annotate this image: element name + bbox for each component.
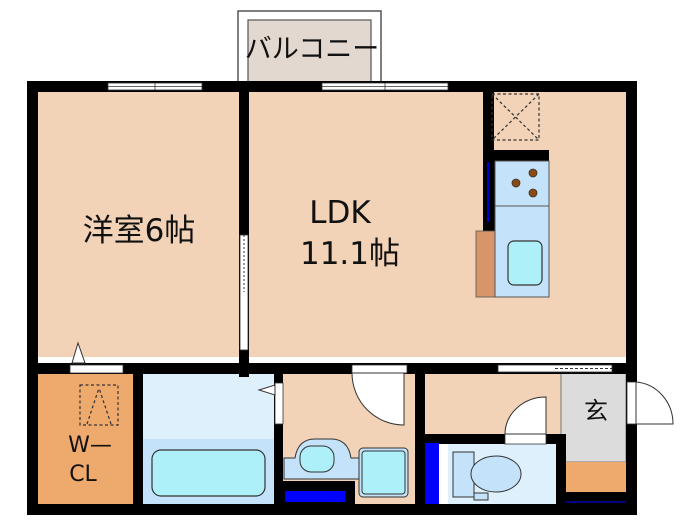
bathroom-door[interactable]: [257, 382, 284, 425]
closet-door[interactable]: [69, 341, 124, 374]
shoe-cabinet: [566, 462, 626, 492]
western-room-floor: [37, 91, 240, 357]
balcony: [237, 10, 382, 83]
kitchen-sink-icon: [507, 240, 543, 286]
toilet-storage: [425, 443, 439, 504]
entrance-label: 玄: [584, 397, 608, 425]
washroom-storage: [285, 491, 345, 502]
closet-label-line2: CL: [69, 462, 97, 487]
washbasin-icon: [283, 438, 363, 480]
washroom-door[interactable]: [351, 364, 408, 426]
washing-machine-icon: [358, 447, 409, 498]
ldk-label-line1: LDK: [309, 195, 371, 231]
balcony-label: バルコニー: [245, 34, 379, 65]
attic-hatch-icon: [79, 384, 119, 426]
closet-label-line1: W—: [68, 433, 112, 458]
refrigerator-space-icon: [491, 93, 540, 141]
ldk-label-line2: 11.1帖: [300, 236, 400, 272]
western-room-label: 洋室6帖: [83, 213, 196, 249]
toilet-door[interactable]: [504, 396, 547, 445]
kitchen: [475, 93, 550, 298]
entrance-door[interactable]: [626, 381, 674, 425]
ldk-floor: [249, 91, 626, 357]
sliding-door-bedroom[interactable]: [239, 234, 249, 351]
windows: [107, 82, 449, 91]
bathtub-icon: [151, 449, 266, 497]
walk-in-closet-floor: [37, 373, 133, 504]
ldk-hall-sliding-door[interactable]: [497, 364, 613, 373]
bathroom-floor: [143, 373, 274, 439]
toilet-icon: [452, 451, 522, 501]
stove-burners-icon: [511, 168, 538, 198]
